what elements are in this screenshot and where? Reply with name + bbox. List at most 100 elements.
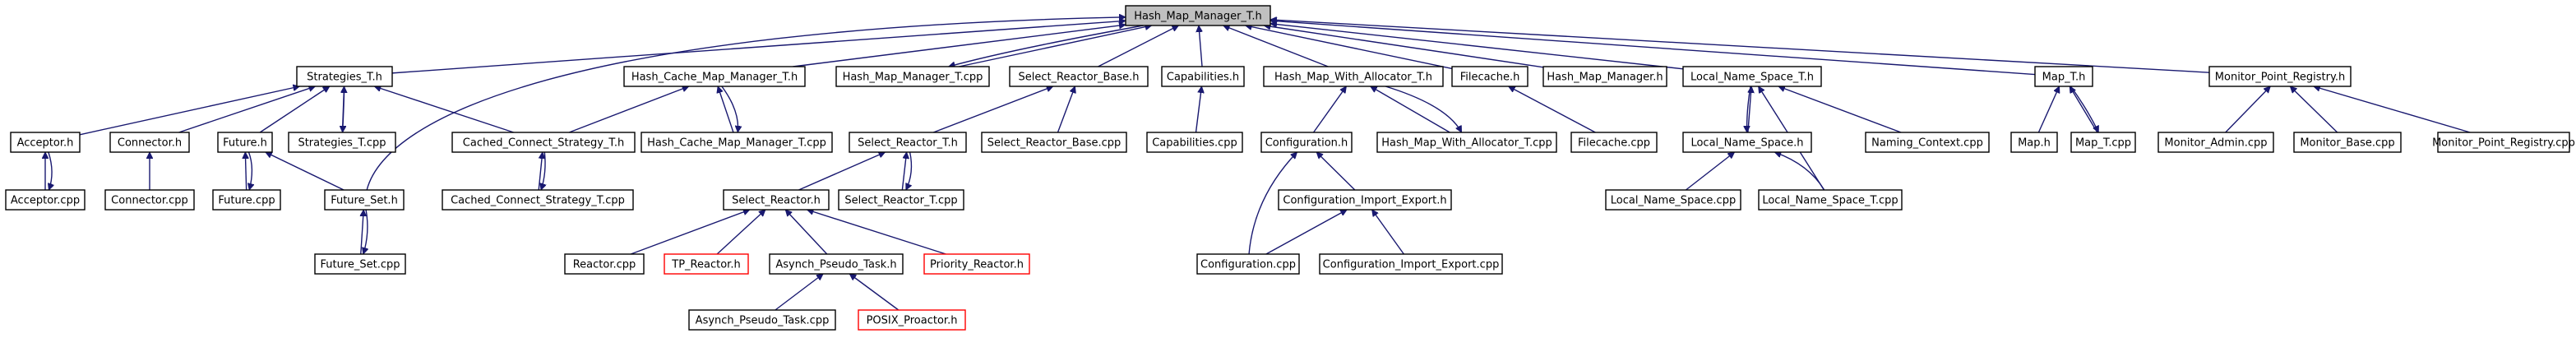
graph-node-connector-h[interactable]: Connector.h [109,132,190,153]
graph-node-strategies-t-h[interactable]: Strategies_T.h [296,66,393,87]
node-label: Strategies_T.h [307,72,382,84]
graph-node-future-h[interactable]: Future.h [217,132,273,153]
edge-layer [45,17,2471,311]
node-box [10,132,81,153]
edge-lns_cpp-to-lns_h [1686,151,1734,191]
node-label: Connector.cpp [111,195,188,207]
graph-node-future-set-cpp[interactable]: Future_Set.cpp [314,253,406,275]
edge-map_t_h-to-hmm_t_h [1270,21,2036,76]
graph-node-naming-context-cpp[interactable]: Naming_Context.cpp [1865,132,1990,153]
node-label: Capabilities.cpp [1152,137,1237,150]
node-label: Future_Set.cpp [320,259,400,271]
node-label: POSIX_Proactor.h [867,315,958,327]
graph-node-hmm-t-h[interactable]: Hash_Map_Manager_T.h [1125,5,1271,26]
node-label: Select_Reactor_T.h [858,137,958,150]
graph-node-srb-h[interactable]: Select_Reactor_Base.h [1009,66,1149,87]
node-label: Acceptor.cpp [11,195,80,207]
edge-map_t_h-to-map_t_cpp [2070,86,2099,132]
node-box [1376,132,1557,153]
graph-node-hcmm-t-h[interactable]: Hash_Cache_Map_Manager_T.h [623,66,806,87]
graph-node-tp-reactor-h[interactable]: TP_Reactor.h [664,253,749,275]
graph-node-hmm-t-cpp[interactable]: Hash_Map_Manager_T.cpp [835,66,990,87]
graph-node-acceptor-cpp[interactable]: Acceptor.cpp [5,189,86,211]
graph-node-hmwa-t-h[interactable]: Hash_Map_With_Allocator_T.h [1263,66,1444,87]
graph-node-capabilities-h[interactable]: Capabilities.h [1161,66,1245,87]
graph-node-srb-cpp[interactable]: Select_Reactor_Base.cpp [981,132,1127,153]
node-box [442,189,634,211]
graph-node-monitor-base-cpp[interactable]: Monitor_Base.cpp [2293,132,2402,153]
edge-select_reactor_h-to-sr_t_h [798,152,885,191]
edge-ccs_t_h-to-ccs_t_cpp [541,151,545,190]
graph-node-lns-cpp[interactable]: Local_Name_Space.cpp [1605,189,1741,211]
graph-node-mpr-cpp[interactable]: Monitor_Point_Registry.cpp [2432,132,2575,153]
graph-node-monitor-admin-cpp[interactable]: Monitor_Admin.cpp [2157,132,2274,153]
graph-node-reactor-cpp[interactable]: Reactor.cpp [564,253,645,275]
edge-hcmm_t_h-to-hmm_t_h [793,25,1126,67]
node-label: TP_Reactor.h [671,259,740,271]
node-box [314,253,406,275]
node-box [109,132,190,153]
node-box [5,189,86,211]
graph-node-lns-h[interactable]: Local_Name_Space.h [1682,132,1812,153]
node-box [981,132,1127,153]
graph-node-hmm-h[interactable]: Hash_Map_Manager.h [1542,66,1667,87]
graph-node-hcmm-t-cpp[interactable]: Hash_Cache_Map_Manager_T.cpp [641,132,833,153]
graph-node-map-t-cpp[interactable]: Map_T.cpp [2070,132,2136,153]
graph-node-lns-t-h[interactable]: Local_Name_Space_T.h [1682,66,1822,87]
node-label: Future.cpp [218,195,275,207]
node-box [1260,132,1353,153]
node-box [769,253,904,275]
node-box [923,253,1030,275]
graph-node-hmwa-t-cpp[interactable]: Hash_Map_With_Allocator_T.cpp [1376,132,1557,153]
edge-acceptor_h-to-strategies_t_h [79,86,299,136]
graph-node-posix-proactor-h[interactable]: POSIX_Proactor.h [858,309,966,331]
graph-node-ccs-t-cpp[interactable]: Cached_Connect_Strategy_T.cpp [442,189,634,211]
node-label: Local_Name_Space.cpp [1611,195,1736,207]
node-label: Cached_Connect_Strategy_T.cpp [451,195,625,207]
graph-node-map-t-h[interactable]: Map_T.h [2034,66,2093,87]
graph-node-connector-cpp[interactable]: Connector.cpp [104,189,195,211]
node-box [2010,132,2058,153]
graph-node-apt-cpp[interactable]: Asynch_Pseudo_Task.cpp [688,309,836,331]
edge-configuration_h-to-hmwa_t_h [1312,86,1348,133]
node-label: Hash_Map_With_Allocator_T.cpp [1381,137,1552,150]
graph-node-priority-reactor-h[interactable]: Priority_Reactor.h [923,253,1030,275]
node-label: Select_Reactor_T.cpp [844,195,957,207]
edge-hmm_t_cpp-to-hmm_t_h [959,25,1151,67]
graph-node-filecache-cpp[interactable]: Filecache.cpp [1570,132,1658,153]
node-box [1605,189,1741,211]
edge-monitor_base_cpp-to-mpr_h [2290,86,2338,133]
node-label: Priority_Reactor.h [930,259,1024,271]
edge-sr_t_h-to-srb_h [932,86,1053,133]
graph-node-cie-h[interactable]: Configuration_Import_Export.h [1278,189,1452,211]
graph-node-filecache-h[interactable]: Filecache.h [1451,66,1528,87]
graph-node-strategies-t-cpp[interactable]: Strategies_T.cpp [288,132,396,153]
graph-node-cie-cpp[interactable]: Configuration_Import_Export.cpp [1319,253,1503,275]
graph-node-map-h[interactable]: Map.h [2010,132,2058,153]
graph-node-configuration-h[interactable]: Configuration.h [1260,132,1353,153]
node-box [1758,189,1903,211]
edge-future_h-to-future_cpp [249,151,252,190]
node-label: Filecache.h [1460,72,1520,84]
edge-configuration_cpp-to-configuration_h [1248,152,1297,255]
node-box [1682,132,1812,153]
edge-hmwa_t_cpp-to-hmwa_t_h [1371,86,1450,133]
graph-node-capabilities-cpp[interactable]: Capabilities.cpp [1146,132,1243,153]
graph-node-future-set-h[interactable]: Future_Set.h [324,189,405,211]
graph-node-future-cpp[interactable]: Future.cpp [212,189,281,211]
graph-node-configuration-cpp[interactable]: Configuration.cpp [1196,253,1300,275]
graph-node-sr-t-cpp[interactable]: Select_Reactor_T.cpp [838,189,964,211]
graph-node-apt-h[interactable]: Asynch_Pseudo_Task.h [769,253,904,275]
node-label: Hash_Cache_Map_Manager_T.cpp [647,137,826,150]
node-box [688,309,836,331]
node-label: Local_Name_Space_T.h [1690,72,1814,84]
edge-capabilities_h-to-hmm_t_h [1199,25,1203,67]
graph-node-lns-t-cpp[interactable]: Local_Name_Space_T.cpp [1758,189,1903,211]
graph-node-sr-t-h[interactable]: Select_Reactor_T.h [849,132,967,153]
graph-node-select-reactor-h[interactable]: Select_Reactor.h [723,189,830,211]
graph-node-mpr-h[interactable]: Monitor_Point_Registry.h [2208,66,2352,87]
node-label: Configuration.h [1265,137,1348,150]
graph-node-ccs-t-h[interactable]: Cached_Connect_Strategy_T.h [451,132,636,153]
node-label: Hash_Map_Manager.h [1547,72,1663,84]
graph-node-acceptor-h[interactable]: Acceptor.h [10,132,81,153]
